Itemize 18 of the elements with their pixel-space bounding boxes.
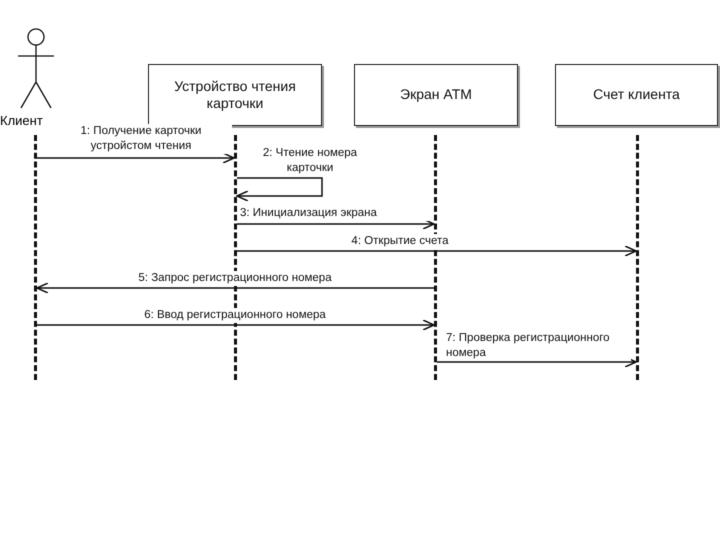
message-arrow	[237, 218, 435, 230]
message-arrow	[237, 245, 637, 257]
object-box	[555, 64, 718, 126]
object-box	[354, 64, 518, 126]
message-arrow	[37, 152, 235, 164]
object-name: Экран ATM	[400, 86, 472, 104]
lifeline	[636, 135, 639, 380]
message-arrow	[37, 319, 435, 331]
actor-name: Клиент	[0, 113, 43, 128]
message-label: 3: Инициализация экрана	[240, 206, 430, 221]
object-name: Счет клиента	[593, 86, 680, 104]
message-label: 7: Проверка регистрационного номера	[446, 331, 631, 361]
object-name: Устройство чтения карточки	[173, 78, 297, 112]
object-box	[148, 64, 322, 126]
lifeline	[34, 135, 37, 380]
message-arrow	[236, 177, 323, 202]
message-arrow	[437, 356, 637, 368]
message-arrow	[36, 282, 434, 294]
